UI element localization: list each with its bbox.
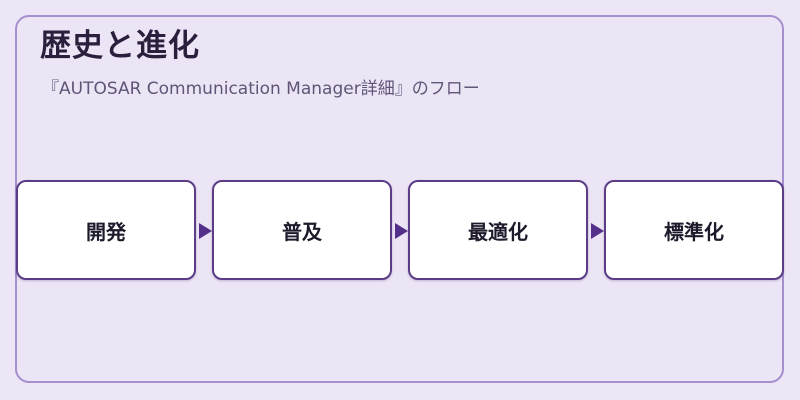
flow-step-label: 開発 (86, 219, 126, 244)
diagram-title: 歴史と進化 (40, 28, 200, 64)
flow-arrow-2 (395, 223, 408, 239)
flow-step-standardization: 標準化 (604, 180, 784, 280)
diagram-subtitle: 『AUTOSAR Communication Manager詳細』のフロー (42, 79, 480, 99)
flow-step-optimization: 最適化 (408, 180, 588, 280)
flow-step-label: 標準化 (664, 219, 724, 244)
flow-step-development: 開発 (16, 180, 196, 280)
flow-arrow-3 (591, 223, 604, 239)
flow-step-label: 最適化 (468, 219, 528, 244)
flow-step-adoption: 普及 (212, 180, 392, 280)
flow-step-label: 普及 (282, 219, 322, 244)
flow-arrow-1 (199, 223, 212, 239)
flow-diagram: 開発 普及 最適化 標準化 (16, 180, 786, 280)
